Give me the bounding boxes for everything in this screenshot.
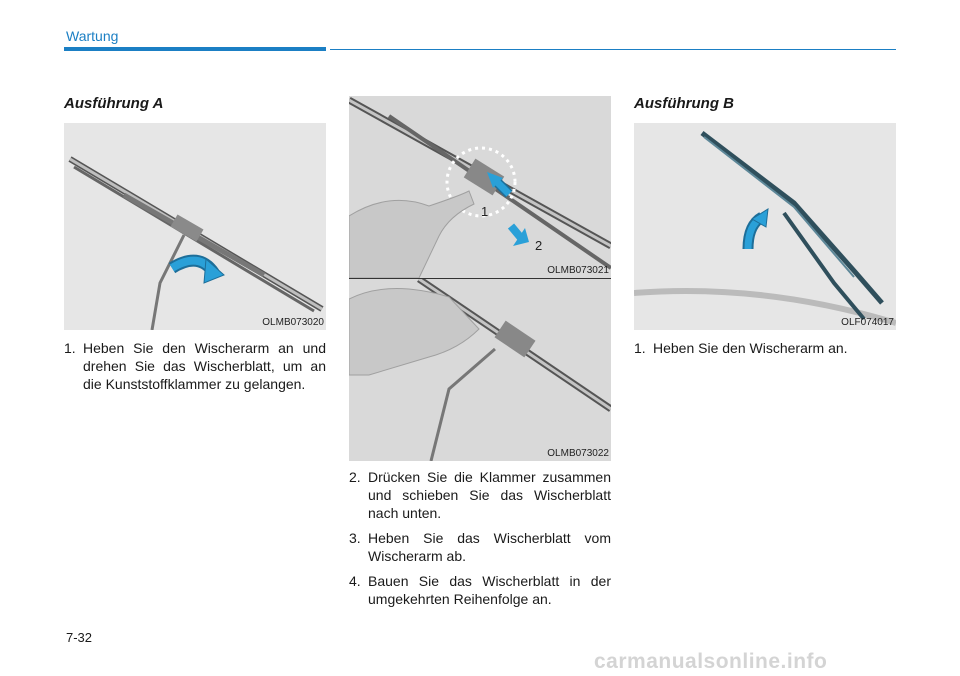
step-number: 4. xyxy=(349,573,361,589)
figure-code: OLMB073022 xyxy=(547,448,609,459)
figure-press-clip: 1 2 OLMB073021 xyxy=(349,96,611,278)
section-title: Wartung xyxy=(66,28,119,44)
list-item: 2. Drücken Sie die Klammer zusammen und … xyxy=(349,468,611,522)
steps-variant-b: 1. Heben Sie den Wischerarm an. xyxy=(634,339,896,364)
figure-variant-a: OLMB073020 xyxy=(64,123,326,330)
step-number: 2. xyxy=(349,469,361,485)
figure-slide-blade: OLMB073022 xyxy=(349,279,611,461)
heading-variant-b: Ausführung B xyxy=(634,95,734,112)
list-item: 4. Bauen Sie das Wischerblatt in der umg… xyxy=(349,572,611,608)
list-item: 1. Heben Sie den Wischerarm an. xyxy=(634,339,896,357)
header-rule-thin xyxy=(330,49,896,50)
step-text: Bauen Sie das Wischerblatt in der umgeke… xyxy=(368,573,611,607)
figure-variant-b: OLF074017 xyxy=(634,123,896,330)
heading-variant-a: Ausführung A xyxy=(64,95,164,112)
step-text: Heben Sie den Wischerarm an und drehen S… xyxy=(83,340,326,392)
figure-code: OLF074017 xyxy=(841,317,894,328)
wiper-illustration-a xyxy=(68,156,324,330)
step-number: 3. xyxy=(349,530,361,546)
wiper-clip-illustration xyxy=(349,96,611,278)
figure-code: OLMB073020 xyxy=(262,317,324,328)
callout-1: 1 xyxy=(481,204,489,219)
list-item: 1. Heben Sie den Wischerarm an und drehe… xyxy=(64,339,326,393)
steps-variant-a: 1. Heben Sie den Wischerarm an und drehe… xyxy=(64,339,326,400)
page-number: 7-32 xyxy=(66,630,93,645)
step-text: Heben Sie den Wischerarm an. xyxy=(653,340,848,356)
figure-divider xyxy=(349,278,611,279)
step-text: Heben Sie das Wischerblatt vom Wischerar… xyxy=(368,530,611,564)
list-item: 3. Heben Sie das Wischerblatt vom Wische… xyxy=(349,529,611,565)
steps-middle: 2. Drücken Sie die Klammer zusammen und … xyxy=(349,468,611,615)
wiper-slide-illustration xyxy=(349,279,611,461)
figure-code: OLMB073021 xyxy=(547,265,609,276)
step-text: Drücken Sie die Klammer zusammen und sch… xyxy=(368,469,611,521)
header-rule-thick xyxy=(64,47,326,51)
watermark-text: carmanualsonline.info xyxy=(594,650,828,673)
step-number: 1. xyxy=(64,340,76,356)
callout-2: 2 xyxy=(535,238,543,253)
step-number: 1. xyxy=(634,340,646,356)
wiper-illustration-b xyxy=(634,131,896,326)
